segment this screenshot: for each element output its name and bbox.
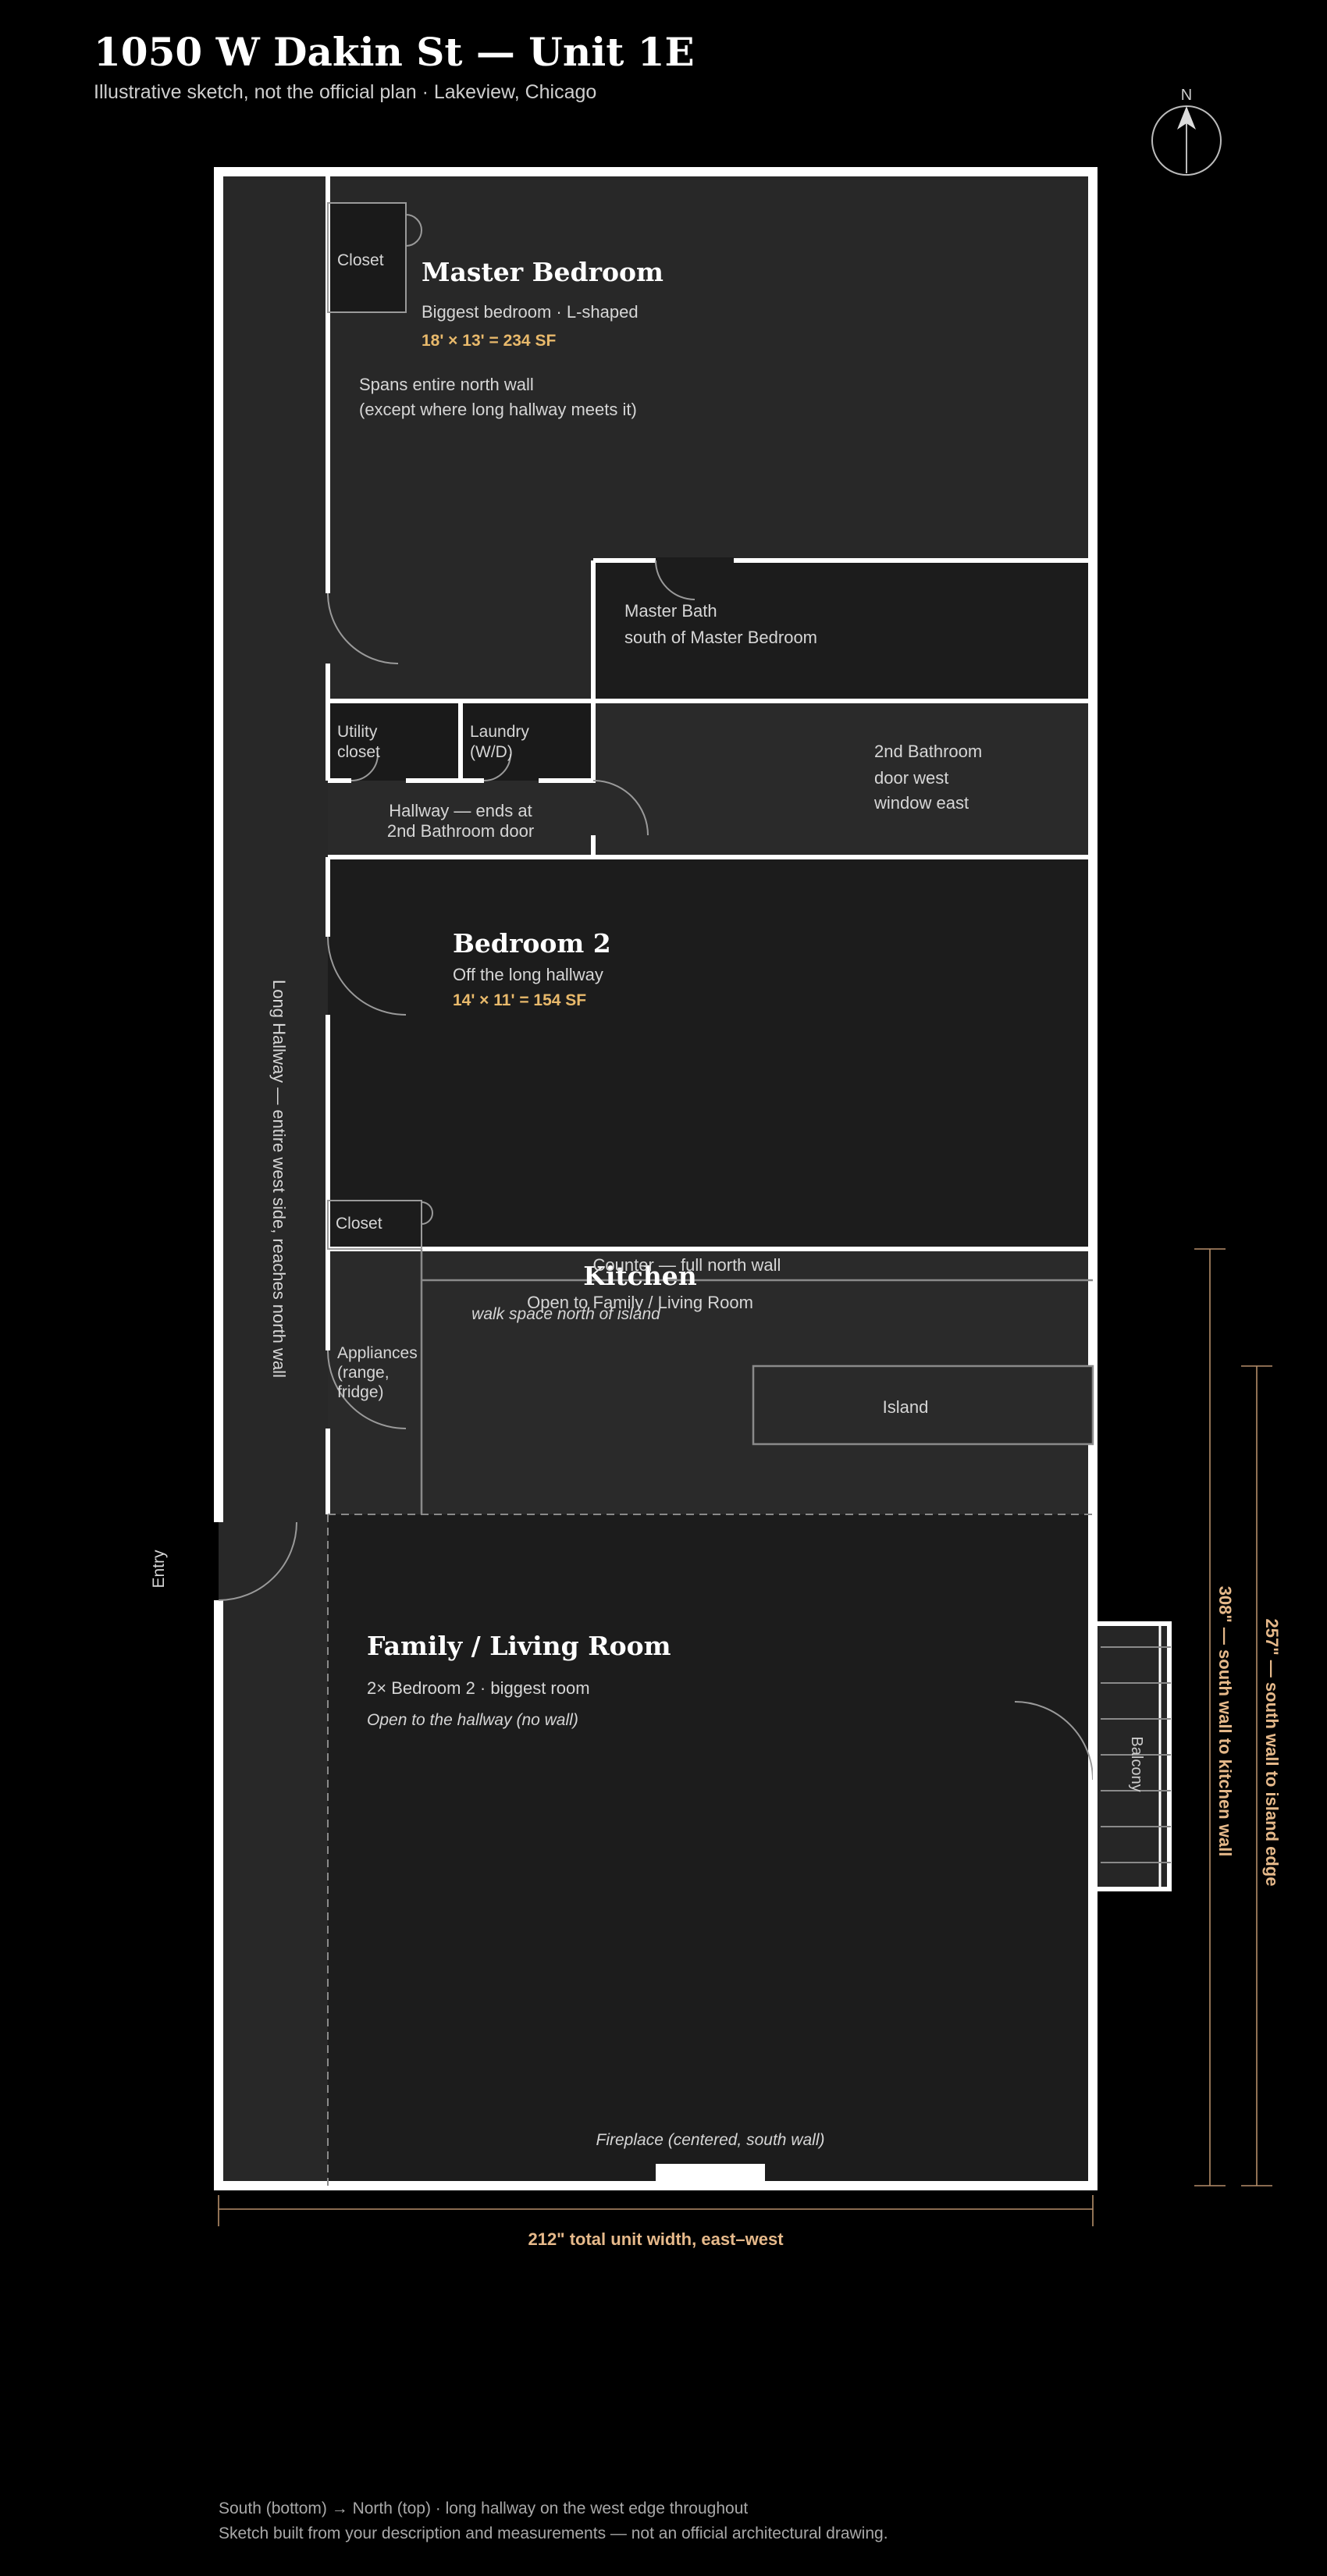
master-closet — [327, 202, 422, 313]
second-bath-area — [593, 703, 1093, 859]
width-dimension-label: 212" total unit width, east–west — [528, 2229, 784, 2249]
master-bedroom-area — [328, 172, 1093, 562]
master-bath-title: Master Bath — [624, 601, 717, 621]
width-dimension: 212" total unit width, east–west — [218, 2195, 1094, 2249]
kitchen-wall-dimension: 308" — south wall to kitchen wall — [1194, 1248, 1235, 2186]
family-room-area — [328, 1514, 1093, 2186]
fireplace — [656, 2164, 765, 2181]
fireplace-label: Fireplace (centered, south wall) — [596, 2131, 825, 2149]
master-closet-area — [328, 203, 406, 312]
laundry-label-2: (W/D) — [470, 743, 513, 761]
utility-closet-label-2: closet — [337, 743, 380, 761]
page-title: 1050 W Dakin St — Unit 1E — [94, 29, 695, 75]
family-room-title: Family / Living Room — [367, 1631, 671, 1661]
entry-door — [218, 1521, 297, 1601]
island-label: Island — [883, 1397, 929, 1417]
compass-icon: N — [1151, 87, 1222, 176]
bedroom2-desc: Off the long hallway — [453, 965, 603, 984]
long-hallway-area — [219, 172, 328, 2186]
footer-line-2: Sketch built from your description and m… — [219, 2524, 888, 2542]
master-bedroom-note-1: Spans entire north wall — [359, 375, 534, 394]
appliances-label-3: fridge) — [337, 1383, 384, 1401]
appliances-label-2: (range, — [337, 1364, 390, 1382]
island-edge-dimension: 257" — south wall to island edge — [1241, 1365, 1282, 2186]
utility-closet-area — [328, 703, 461, 781]
island-edge-dimension-label: 257" — south wall to island edge — [1262, 1619, 1282, 1887]
bedroom2-area-label: 14' × 11' = 154 SF — [453, 991, 586, 1009]
kitchen-counter-label: Counter — full north wall — [593, 1255, 781, 1275]
second-bath-window: window east — [873, 793, 969, 813]
laundry-label-1: Laundry — [470, 723, 529, 741]
kitchen-wall-dimension-label: 308" — south wall to kitchen wall — [1215, 1586, 1235, 1857]
long-hallway-label: Long Hallway — entire west side, reaches… — [269, 980, 289, 1378]
bedroom2-title: Bedroom 2 — [453, 928, 611, 959]
page-subtitle: Illustrative sketch, not the official pl… — [94, 81, 596, 103]
balcony-label: Balcony — [1128, 1736, 1145, 1791]
door-swings — [327, 560, 1094, 1781]
master-bedroom-title: Master Bedroom — [422, 257, 664, 287]
master-bedroom-area-label: 18' × 13' = 234 SF — [422, 332, 556, 350]
footer-line-1: South (bottom) → North (top) · long hall… — [219, 2500, 748, 2517]
short-hallway-label-2: 2nd Bathroom door — [387, 821, 534, 841]
entry-label: Entry — [150, 1550, 168, 1589]
compass-north-label: N — [1181, 87, 1192, 104]
short-hallway-area — [328, 781, 593, 859]
master-bath-area — [593, 562, 1093, 703]
family-room-desc: 2× Bedroom 2 · biggest room — [367, 1678, 590, 1698]
second-bath-title: 2nd Bathroom — [874, 742, 982, 761]
kitchen-walk-space: walk space north of island — [471, 1305, 661, 1323]
second-bath-door: door west — [874, 768, 948, 788]
balcony: Balcony — [1093, 1621, 1172, 1891]
master-bedroom-note-2: (except where long hallway meets it) — [359, 400, 637, 419]
room-fills — [219, 172, 1169, 2186]
kitchen-title: Kitchen — [583, 1261, 697, 1291]
master-bath-desc: south of Master Bedroom — [624, 628, 817, 647]
laundry-area — [461, 703, 593, 781]
kitchen-island — [752, 1364, 1094, 1446]
bedroom2-closet — [327, 1200, 433, 1250]
kitchen-fixtures — [420, 1249, 1094, 1514]
interior-walls — [326, 172, 1093, 1514]
family-room-note: Open to the hallway (no wall) — [367, 1711, 578, 1729]
kitchen-open-note: Open to Family / Living Room — [527, 1293, 753, 1312]
utility-closet-label-1: Utility — [337, 723, 378, 741]
master-bedroom-desc: Biggest bedroom · L-shaped — [422, 302, 639, 322]
balcony-area — [1095, 1624, 1169, 1889]
appliances-label-1: Appliances — [337, 1344, 418, 1362]
short-hallway-label-1: Hallway — ends at — [389, 801, 532, 820]
master-closet-label: Closet — [337, 251, 384, 269]
bedroom2-closet-label: Closet — [336, 1215, 382, 1233]
bedroom2-area — [328, 859, 1093, 1249]
